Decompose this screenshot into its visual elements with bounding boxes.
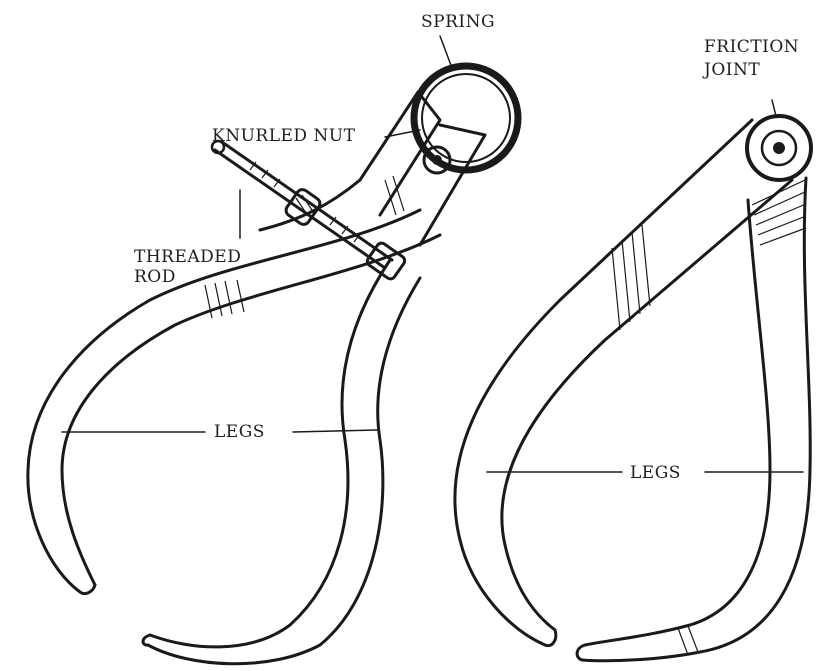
spring-ring xyxy=(414,66,518,170)
knurled-nut-label: KNURLED NUT xyxy=(212,126,356,146)
spring-caliper: SPRING KNURLED NUT THREADED ROD LEGS xyxy=(28,12,518,664)
threaded-rod-label-line1: THREADED xyxy=(134,247,241,267)
right-caliper-leg-1 xyxy=(455,120,792,646)
threaded-rod-label-line2: ROD xyxy=(134,267,176,287)
legs-label-left: LEGS xyxy=(214,422,265,442)
spring-label: SPRING xyxy=(421,12,495,32)
friction-joint-label-line2: JOINT xyxy=(702,60,760,80)
friction-joint-label-line1: FRICTION xyxy=(704,37,799,57)
legs-label-right: LEGS xyxy=(630,463,681,483)
left-callouts xyxy=(62,36,452,432)
friction-joint xyxy=(747,116,811,180)
